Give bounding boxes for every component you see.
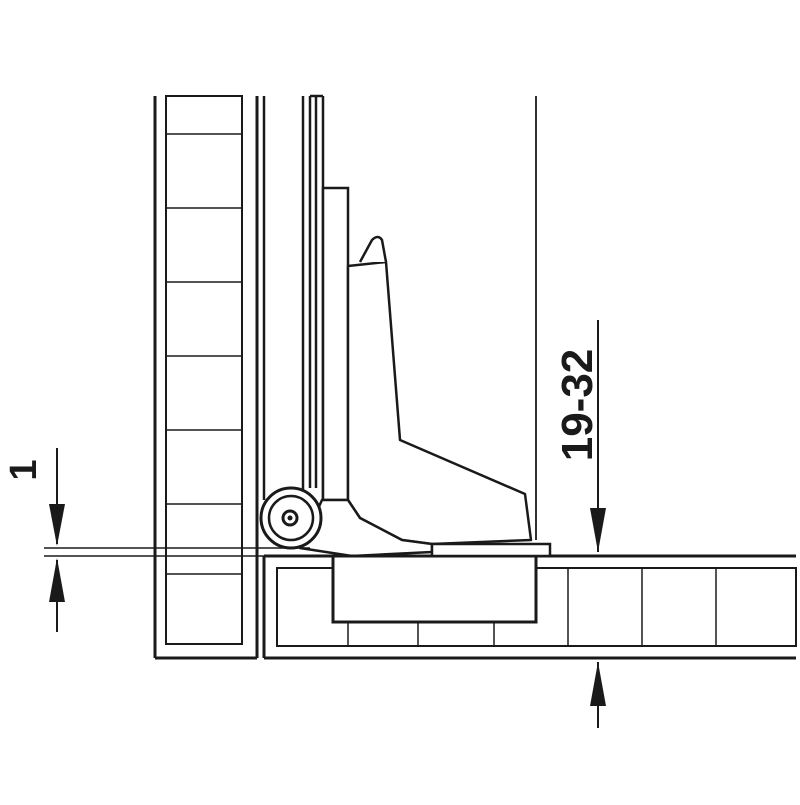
thickness-arrow-down-icon [590, 508, 606, 552]
mounting-plate [321, 186, 350, 502]
hinge-arm [346, 260, 533, 546]
pivot-knuckle [259, 486, 323, 550]
dimension-lines [44, 96, 599, 728]
thickness-dimension-label: 19-32 [553, 349, 602, 462]
dimension-arrows [49, 504, 606, 706]
thickness-arrow-up-icon [590, 662, 606, 706]
left-vertical-panel [153, 95, 266, 660]
gap-arrow-up-icon [49, 558, 65, 602]
hinge-arm-tip [358, 235, 388, 263]
left-panel-core-cells [166, 133, 242, 575]
bottom-panel-core-cells [347, 568, 717, 646]
door-vertical-panel [301, 94, 325, 548]
hinge-base-plate [430, 542, 552, 558]
gap-dimension-label: 1 [3, 459, 45, 480]
gap-arrow-down-icon [49, 504, 65, 546]
hinge-cup [331, 554, 538, 624]
